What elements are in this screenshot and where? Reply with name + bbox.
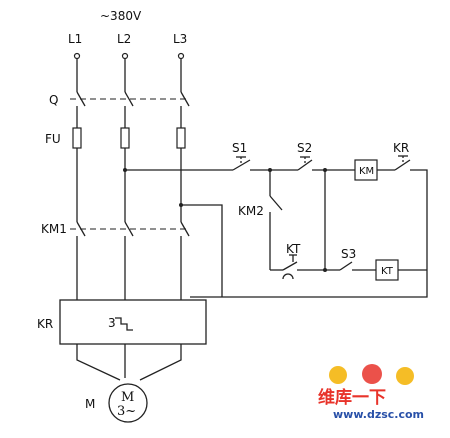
s1-label: S1	[232, 141, 247, 155]
supply-voltage-label: ~380V	[100, 9, 142, 23]
fu-label: FU	[45, 132, 61, 146]
watermark-badge-icon	[362, 364, 382, 384]
kt-contact-label: KT	[286, 242, 301, 256]
q-label: Q	[49, 93, 58, 107]
motor-label: M	[85, 397, 95, 411]
coil-kt-label: KT	[381, 266, 394, 277]
motor-bottom-label: 3~	[117, 404, 136, 419]
terminal-l3	[177, 52, 185, 60]
phase-label-l2: L2	[117, 32, 131, 46]
terminal-l2	[121, 52, 129, 60]
km1-label: KM1	[41, 222, 67, 236]
s2-label: S2	[297, 141, 312, 155]
watermark-url: www.dzsc.com	[333, 408, 424, 421]
watermark-cn: 维库一下	[318, 387, 386, 408]
kr-contact-label: KR	[393, 141, 409, 155]
kr-label: KR	[37, 317, 53, 331]
km2-label: KM2	[238, 204, 264, 218]
control-circuit	[125, 155, 428, 298]
phase-label-l3: L3	[173, 32, 187, 46]
kr-thermal-label: 3	[108, 316, 116, 330]
terminal-l1	[73, 52, 81, 60]
phase-label-l1: L1	[68, 32, 82, 46]
s3-label: S3	[341, 247, 356, 261]
watermark-star-icon	[396, 367, 414, 385]
coil-km-label: KM	[359, 166, 374, 177]
watermark: 维库一下 www.dzsc.com	[318, 364, 424, 421]
main-power-lines	[59, 59, 207, 423]
watermark-mascot-icon	[329, 366, 347, 384]
motor-top-label: M	[121, 390, 134, 405]
